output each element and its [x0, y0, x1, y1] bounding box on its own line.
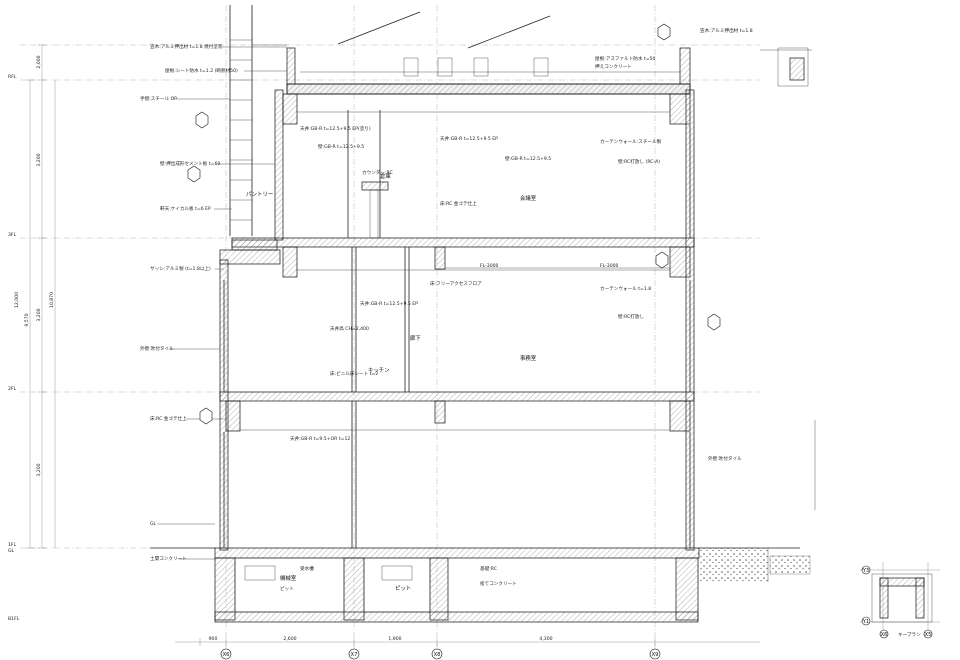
callout-right: 基礎:RC — [480, 565, 497, 572]
room-label: 事務室 — [520, 354, 537, 362]
axis-label: X9 — [652, 652, 659, 658]
left-dim: 3,200 — [36, 463, 42, 476]
callout-center: 受水槽 — [300, 565, 314, 572]
keyplan-axis-x5: X5 — [925, 632, 932, 638]
left-dim: 9,570 — [24, 313, 30, 326]
floor-mark: GL — [8, 548, 15, 554]
callout-center: 床:ビニル床シート t=2 — [330, 370, 378, 377]
bottom-dimension-labels: 900 2,600 1,900 4,300 — [209, 636, 553, 642]
floor-mark: 2FL — [8, 386, 17, 392]
floor-mark: B1FL — [8, 616, 20, 622]
callout-right: カーテンウォール t=1.8 — [600, 285, 651, 292]
axis-label: X8 — [434, 652, 441, 658]
callout-left: 笠木:アルミ押出材 t=1.8 焼付塗装 — [150, 43, 223, 50]
room-label: 廊下 — [410, 334, 421, 342]
callout-left: 床:RC 金ゴテ仕上 — [150, 415, 187, 422]
callout-left: 軒天:ケイカル板 t=6 EP — [160, 205, 211, 212]
left-dim: 2,000 — [36, 55, 42, 68]
grid-axis-bubbles: X6 X7 X8 X9 — [220, 648, 661, 660]
callout-left: 壁:押出成形セメント板 t=60 — [160, 160, 220, 167]
room-label: キッチン — [368, 367, 390, 374]
callout-center: カウンター:RC — [362, 169, 393, 176]
callout-center: 床:フリーアクセスフロア — [430, 280, 482, 287]
callout-center: 壁:GB-R t=12.5+9.5 — [318, 143, 364, 150]
callout-right: 外壁:吹付タイル — [708, 455, 742, 462]
building-section — [150, 5, 816, 623]
bottom-dim: 2,600 — [283, 636, 296, 642]
bottom-dim: 900 — [209, 636, 218, 642]
axis-label: X6 — [223, 652, 230, 658]
bottom-dim: 4,300 — [539, 636, 552, 642]
floor-mark: 3FL — [8, 232, 17, 238]
callout-right: 壁:RC打放し (RC-A) — [618, 158, 660, 165]
key-plan: Y3 Y1 X6 X5 キープラン — [860, 562, 940, 639]
callout-left: 屋根:シート防水 t=1.2 (断熱材50) — [165, 67, 238, 74]
detail-markers — [187, 23, 721, 425]
left-dim: 10,870 — [49, 292, 55, 308]
floor-mark: 1FL — [8, 542, 17, 548]
callout-center: 床:RC 金ゴテ仕上 — [440, 200, 477, 207]
callout-center: 壁:GB-R t=12.5+9.5 — [505, 155, 551, 162]
axis-bubble — [348, 648, 360, 660]
left-dim: 12,000 — [14, 292, 20, 308]
axis-bubble — [220, 648, 232, 660]
callout-left: 土間コンクリート — [150, 555, 187, 562]
keyplan-axis-y1: Y1 — [862, 619, 869, 625]
callout-center: 天井:GB-R t=12.5+9.5 EP(塗り) — [300, 125, 371, 132]
callout-center: 天井:GB-R t=12.5+9.5 EP — [360, 300, 418, 307]
callout-right: 捨てコンクリート — [480, 580, 517, 587]
axis-label: X7 — [351, 652, 358, 658]
callout-right: 壁:RC打放し — [618, 313, 644, 320]
callout-center: ピット — [280, 586, 294, 592]
keyplan-axis-x6: X6 — [881, 632, 888, 638]
room-label: ピット — [395, 585, 411, 592]
keyplan-title: キープラン — [898, 632, 921, 638]
callout-right: 笠木:アルミ押出材 t=1.8 — [700, 27, 753, 34]
room-label: 倉庫 — [380, 172, 391, 180]
callout-center: FL-3000 — [480, 263, 499, 269]
floor-mark: RFL — [8, 74, 17, 80]
axis-bubble — [649, 648, 661, 660]
axis-bubble — [431, 648, 443, 660]
left-dim: 3,200 — [36, 308, 42, 321]
left-dimension-labels: 2,000 3,200 3,200 3,200 9,570 10,870 12,000 — [14, 55, 55, 476]
bottom-dimensions — [175, 638, 760, 646]
room-label: 機械室 — [280, 574, 297, 582]
callout-left: 手摺:スチール OP — [140, 95, 177, 102]
callout-right: 押えコンクリート — [595, 63, 632, 70]
callout-center: 天井:GB-R t=9.5+OR t=12 — [290, 435, 350, 442]
callout-left: GL — [150, 521, 157, 527]
callout-center: 天井高 CH=2,400 — [330, 325, 369, 332]
callout-center: 天井:GB-R t=12.5+9.5 EP — [440, 135, 498, 142]
callout-center: FL-3000 — [600, 263, 619, 269]
callout-left: サッシ:アルミ製 (t=1.8以上) — [150, 265, 211, 272]
exterior-ladder — [229, 5, 287, 236]
left-dimensions — [26, 44, 56, 549]
solar-panels — [300, 11, 680, 77]
callout-left: 外壁:吹付タイル — [140, 345, 174, 352]
left-dim: 3,200 — [36, 153, 42, 166]
room-label: パントリー — [246, 191, 273, 198]
room-label: 会議室 — [520, 194, 537, 202]
keyplan-axis-y3: Y3 — [862, 568, 869, 574]
bottom-dim: 1,900 — [388, 636, 401, 642]
callout-right: カーテンウォール:スチール製 — [600, 138, 662, 145]
callout-right: 屋根:アスファルト防水 t=50 — [595, 55, 656, 62]
